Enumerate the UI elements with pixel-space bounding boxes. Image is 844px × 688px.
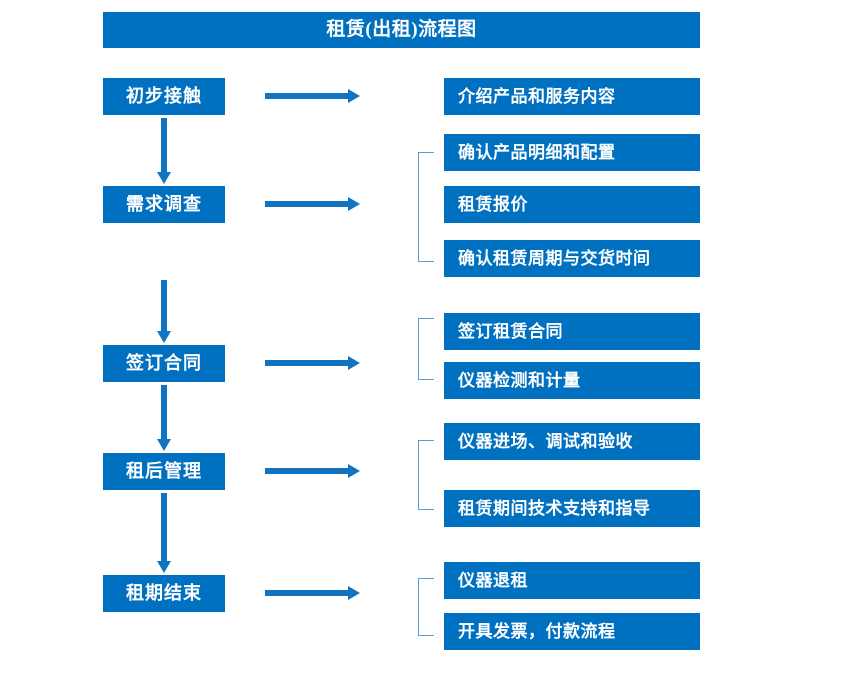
stage-box-租期结束[interactable]: 租期结束 [103,575,225,612]
flow-arrow-租后管理-to-租期结束 [157,493,171,573]
detail-box-仪器退租[interactable]: 仪器退租 [444,562,700,599]
stage-box-签订合同[interactable]: 签订合同 [103,345,225,382]
group-bracket-租期结束 [418,578,434,636]
detail-arrow-初步接触 [265,89,360,103]
stage-box-初步接触[interactable]: 初步接触 [103,78,225,115]
detail-box-确认产品明细和配置[interactable]: 确认产品明细和配置 [444,134,700,171]
group-bracket-需求调查 [418,152,434,262]
detail-arrow-签订合同 [265,356,360,370]
detail-box-仪器检测和计量[interactable]: 仪器检测和计量 [444,362,700,399]
detail-box-确认租赁周期与交货时间[interactable]: 确认租赁周期与交货时间 [444,240,700,277]
flowchart-title: 租赁(出租)流程图 [103,12,700,48]
stage-box-租后管理[interactable]: 租后管理 [103,453,225,490]
detail-box-介绍产品和服务内容[interactable]: 介绍产品和服务内容 [444,78,700,115]
flow-arrow-需求调查-to-签订合同 [157,280,171,343]
flow-arrow-签订合同-to-租后管理 [157,385,171,451]
detail-box-开具发票付款流程[interactable]: 开具发票，付款流程 [444,613,700,650]
detail-box-租赁期间技术支持和指导[interactable]: 租赁期间技术支持和指导 [444,490,700,527]
detail-box-签订租赁合同[interactable]: 签订租赁合同 [444,313,700,350]
detail-box-仪器进场调试和验收[interactable]: 仪器进场、调试和验收 [444,423,700,460]
detail-arrow-租后管理 [265,464,360,478]
detail-box-租赁报价[interactable]: 租赁报价 [444,186,700,223]
group-bracket-签订合同 [418,318,434,380]
detail-arrow-需求调查 [265,197,360,211]
stage-box-需求调查[interactable]: 需求调查 [103,186,225,223]
flow-arrow-初步接触-to-需求调查 [157,118,171,184]
group-bracket-租后管理 [418,440,434,510]
detail-arrow-租期结束 [265,586,360,600]
